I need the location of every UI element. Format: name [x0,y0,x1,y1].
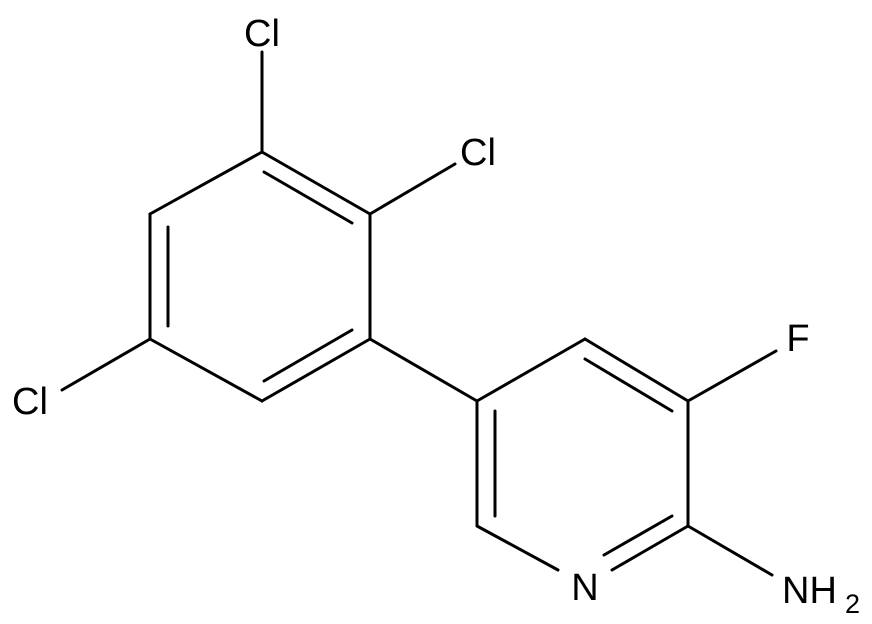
double-bond-inner [602,514,674,557]
bond-to-cl-left [60,337,152,392]
double-bond-inner [583,357,674,413]
bond [475,524,560,572]
chlorine-top-label: Cl [244,13,280,55]
bond [260,150,372,216]
pyridine-ring [475,337,690,572]
double-bond-inner [262,170,354,225]
bond [583,337,690,403]
nitrogen-label: N [571,567,598,609]
bond-to-cl-right [368,162,457,216]
biaryl-bond [368,337,479,403]
amine-subscript: 2 [845,589,860,619]
chlorine-left-label: Cl [12,381,48,423]
bond-to-amine [686,524,774,577]
double-bond-inner [262,328,354,383]
amine-label: NH [782,570,837,612]
bond [260,337,372,403]
bond [610,524,690,572]
benzene-ring [148,150,372,403]
chlorine-right-label: Cl [460,132,496,174]
bond [475,337,587,403]
bond [148,337,264,403]
bond [148,150,264,216]
bond-to-fluorine [686,349,778,403]
fluorine-label: F [786,318,809,360]
